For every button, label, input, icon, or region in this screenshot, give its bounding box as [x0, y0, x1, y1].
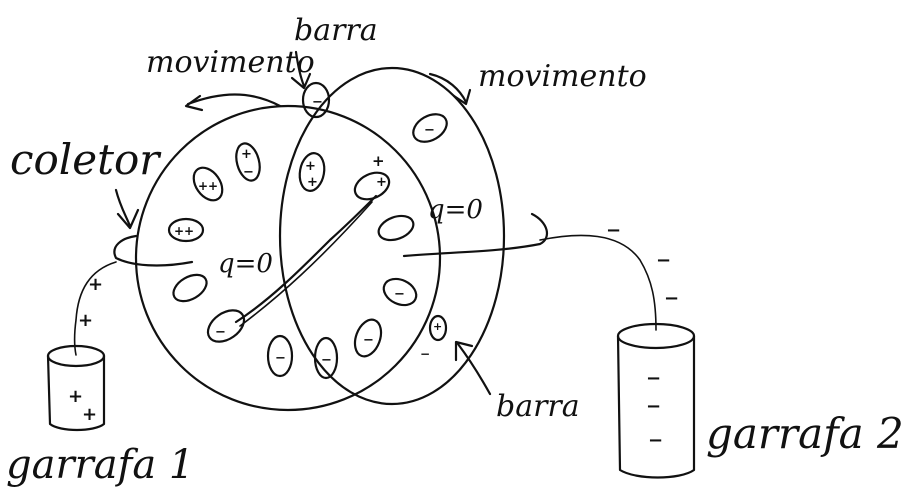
pointer-barra-top	[294, 50, 306, 88]
arrowhead	[452, 88, 472, 106]
right-collector	[402, 212, 549, 258]
central-axle	[234, 194, 378, 324]
sign-plus: +	[305, 159, 316, 174]
sign-minus: −	[312, 95, 323, 110]
garrafa-2-body	[616, 334, 696, 479]
garrafa-2-sign-minus: −	[646, 396, 661, 417]
q-zero-left: q=0	[218, 249, 273, 279]
rotation-arrow-left	[186, 93, 282, 108]
garrafa-2-sign-minus: −	[646, 368, 661, 389]
pointer-coletor	[114, 188, 132, 228]
label-coletor: coletor	[10, 135, 162, 184]
garrafa-2	[616, 322, 696, 479]
garrafa-1	[46, 344, 106, 432]
sign-plus: +	[241, 147, 252, 162]
left-collector	[113, 234, 194, 267]
sign-plus: +	[307, 175, 318, 190]
sector-oval	[172, 273, 208, 303]
sector-oval	[235, 142, 261, 182]
garrafa-1-body	[46, 354, 106, 432]
back-disk	[278, 66, 506, 406]
garrafa-1-sign-plus: +	[82, 404, 97, 425]
garrafa-1-sign-plus: +	[68, 386, 83, 407]
sector-oval	[298, 152, 326, 192]
back-sector-oval	[301, 81, 331, 119]
sector-oval	[167, 217, 205, 243]
sign-minus: −	[321, 353, 332, 368]
sign-minus: −	[394, 287, 405, 302]
sector-oval	[266, 334, 294, 378]
sector-oval	[313, 336, 339, 380]
sign-minus: −	[275, 351, 286, 366]
wire-right	[539, 234, 657, 331]
wire-sign-minus: −	[606, 220, 621, 241]
sign-double-plus: ++	[174, 224, 194, 238]
label-movimento-left: movimento	[146, 45, 315, 80]
sector-oval	[377, 214, 415, 242]
sign-minus: −	[215, 325, 226, 340]
sign-minus: −	[243, 165, 254, 180]
sector-oval	[206, 309, 246, 343]
wire-sign-minus: −	[664, 288, 679, 309]
sign-minus: −	[424, 123, 435, 138]
pointer-barra-bottom	[456, 342, 492, 396]
front-disk-sectors	[167, 142, 418, 380]
sign-plus: +	[433, 320, 442, 333]
sign-double-plus: ++	[198, 179, 218, 193]
sector-oval	[353, 171, 391, 201]
label-garrafa-2: garrafa 2	[706, 409, 904, 458]
garrafa-1-top	[46, 344, 106, 368]
wire-sign-minus: −	[656, 250, 671, 271]
label-movimento-right: movimento	[478, 59, 647, 94]
sector-oval	[353, 318, 383, 358]
rotation-arrow-right	[428, 72, 468, 104]
q-zero-right: q=0	[428, 195, 483, 225]
sign-minus: −	[420, 347, 430, 361]
back-sector-oval	[412, 113, 448, 143]
sign-plus: +	[376, 175, 387, 190]
wire-sign-plus: +	[88, 274, 103, 295]
label-garrafa-1: garrafa 1	[6, 442, 194, 488]
sign-minus: −	[363, 333, 374, 348]
garrafa-2-sign-minus: −	[648, 430, 663, 451]
arrowhead	[454, 340, 474, 362]
arrowhead	[116, 208, 140, 230]
sector-oval	[192, 166, 224, 202]
arrowhead	[290, 72, 312, 90]
sector-oval	[382, 277, 418, 307]
label-barra-bottom: barra	[496, 389, 580, 424]
front-disk	[134, 104, 442, 412]
wire-sign-plus: +	[78, 310, 93, 331]
central-axle-stroke	[239, 201, 373, 327]
back-sector-oval	[428, 314, 448, 342]
sign-plus: +	[372, 152, 385, 170]
label-barra-top: barra	[294, 13, 378, 48]
arrowhead	[184, 94, 204, 112]
